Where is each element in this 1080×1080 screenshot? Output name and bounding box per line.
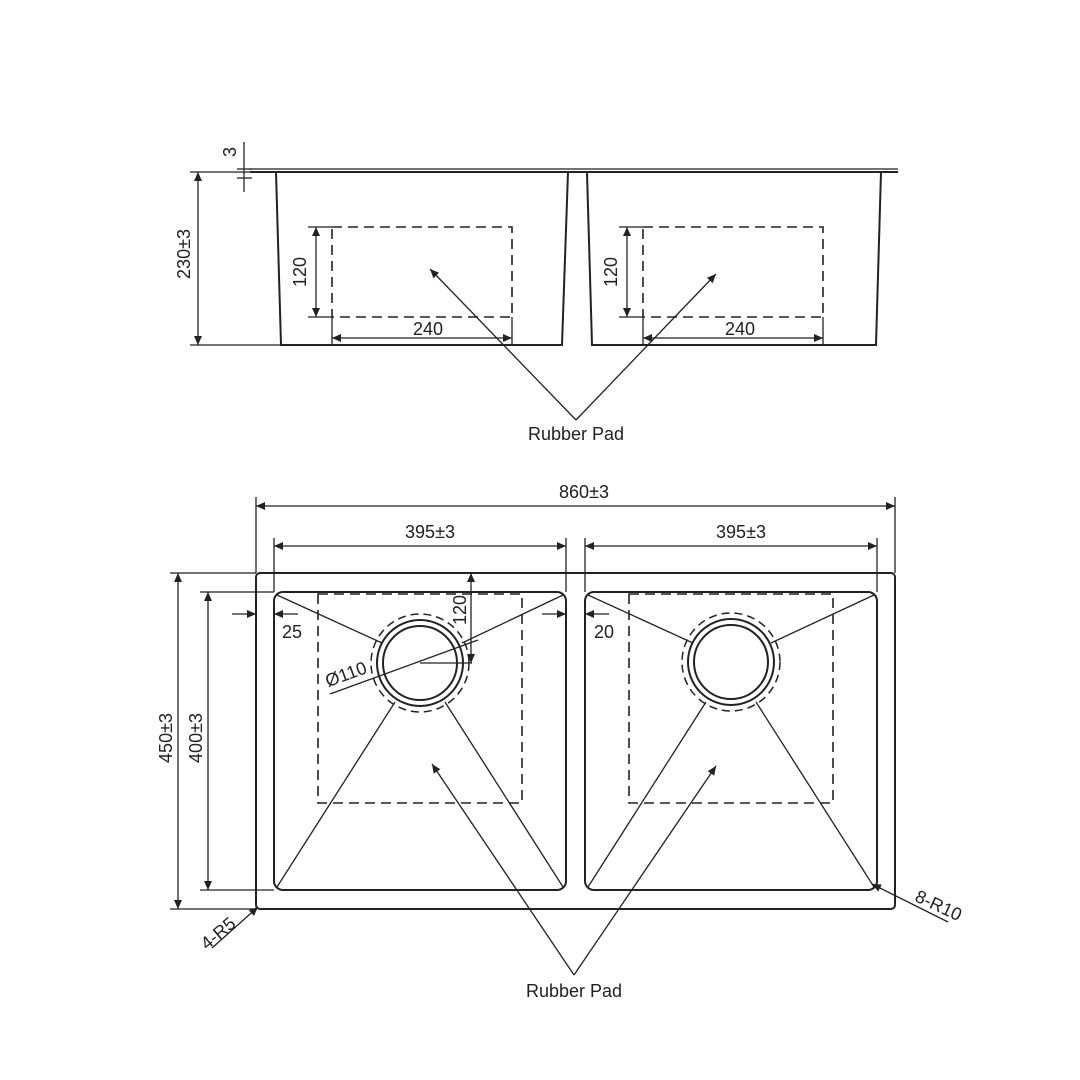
top-right-rubber-pad bbox=[628, 593, 834, 804]
sink-outer-rim bbox=[255, 572, 896, 910]
drain-diameter-label: Ø110 bbox=[322, 658, 369, 691]
left-bowl-width-label: 395±3 bbox=[405, 522, 455, 542]
drain-offset-label: 120 bbox=[450, 595, 470, 625]
right-drain-inner-ring bbox=[693, 624, 769, 700]
right-slope-bl bbox=[587, 701, 707, 888]
left-slope-tr bbox=[461, 594, 564, 644]
side-view: 3 230±3 120 240 120 240 Rubber Pad bbox=[174, 142, 898, 444]
top-rubber-pad-label: Rubber Pad bbox=[526, 981, 622, 1001]
outer-corner-radius-label: 4-R5 bbox=[197, 913, 240, 953]
left-slope-bl bbox=[276, 701, 396, 888]
left-slope-br bbox=[444, 701, 564, 888]
right-pad-width-label: 240 bbox=[725, 319, 755, 339]
inner-corner-radius-label: 8-R10 bbox=[912, 886, 965, 925]
side-leader-left bbox=[429, 268, 577, 421]
divider-width-label: 20 bbox=[594, 622, 614, 642]
overall-depth-label: 450±3 bbox=[156, 713, 176, 763]
side-rubber-pad-label: Rubber Pad bbox=[528, 424, 624, 444]
side-leader-right bbox=[575, 273, 717, 421]
side-right-bowl bbox=[586, 171, 882, 346]
right-slope-tr bbox=[770, 594, 875, 644]
side-height-label: 230±3 bbox=[174, 229, 194, 279]
right-slope-tl bbox=[587, 594, 694, 644]
top-leader-left bbox=[431, 763, 575, 976]
top-leader-right bbox=[573, 765, 717, 976]
right-drain bbox=[681, 612, 781, 712]
wall-thickness-label: 25 bbox=[282, 622, 302, 642]
right-slope-br bbox=[755, 701, 875, 888]
left-pad-width-label: 240 bbox=[413, 319, 443, 339]
side-left-rubber-pad bbox=[331, 226, 513, 318]
overall-width-label: 860±3 bbox=[559, 482, 609, 502]
left-bowl bbox=[273, 591, 567, 891]
side-left-bowl bbox=[275, 171, 569, 346]
inner-corner-leader bbox=[871, 883, 949, 923]
left-slope-tl bbox=[276, 594, 383, 644]
top-left-rubber-pad bbox=[317, 593, 523, 804]
left-drain bbox=[370, 613, 472, 713]
side-right-rubber-pad bbox=[642, 226, 824, 318]
flange-thickness-label: 3 bbox=[220, 147, 240, 157]
outer-corner-leader bbox=[211, 906, 259, 949]
left-pad-height-label: 120 bbox=[290, 257, 310, 287]
top-view: 860±3 395±3 395±3 450±3 400±3 25 20 120 bbox=[156, 482, 965, 1001]
right-bowl bbox=[584, 591, 878, 891]
drain-diameter-leader bbox=[329, 639, 479, 695]
right-pad-height-label: 120 bbox=[601, 257, 621, 287]
right-drain-dashed-ring bbox=[681, 612, 781, 712]
right-bowl-width-label: 395±3 bbox=[716, 522, 766, 542]
right-drain-outer-ring bbox=[687, 618, 775, 706]
bowl-depth-label: 400±3 bbox=[186, 713, 206, 763]
